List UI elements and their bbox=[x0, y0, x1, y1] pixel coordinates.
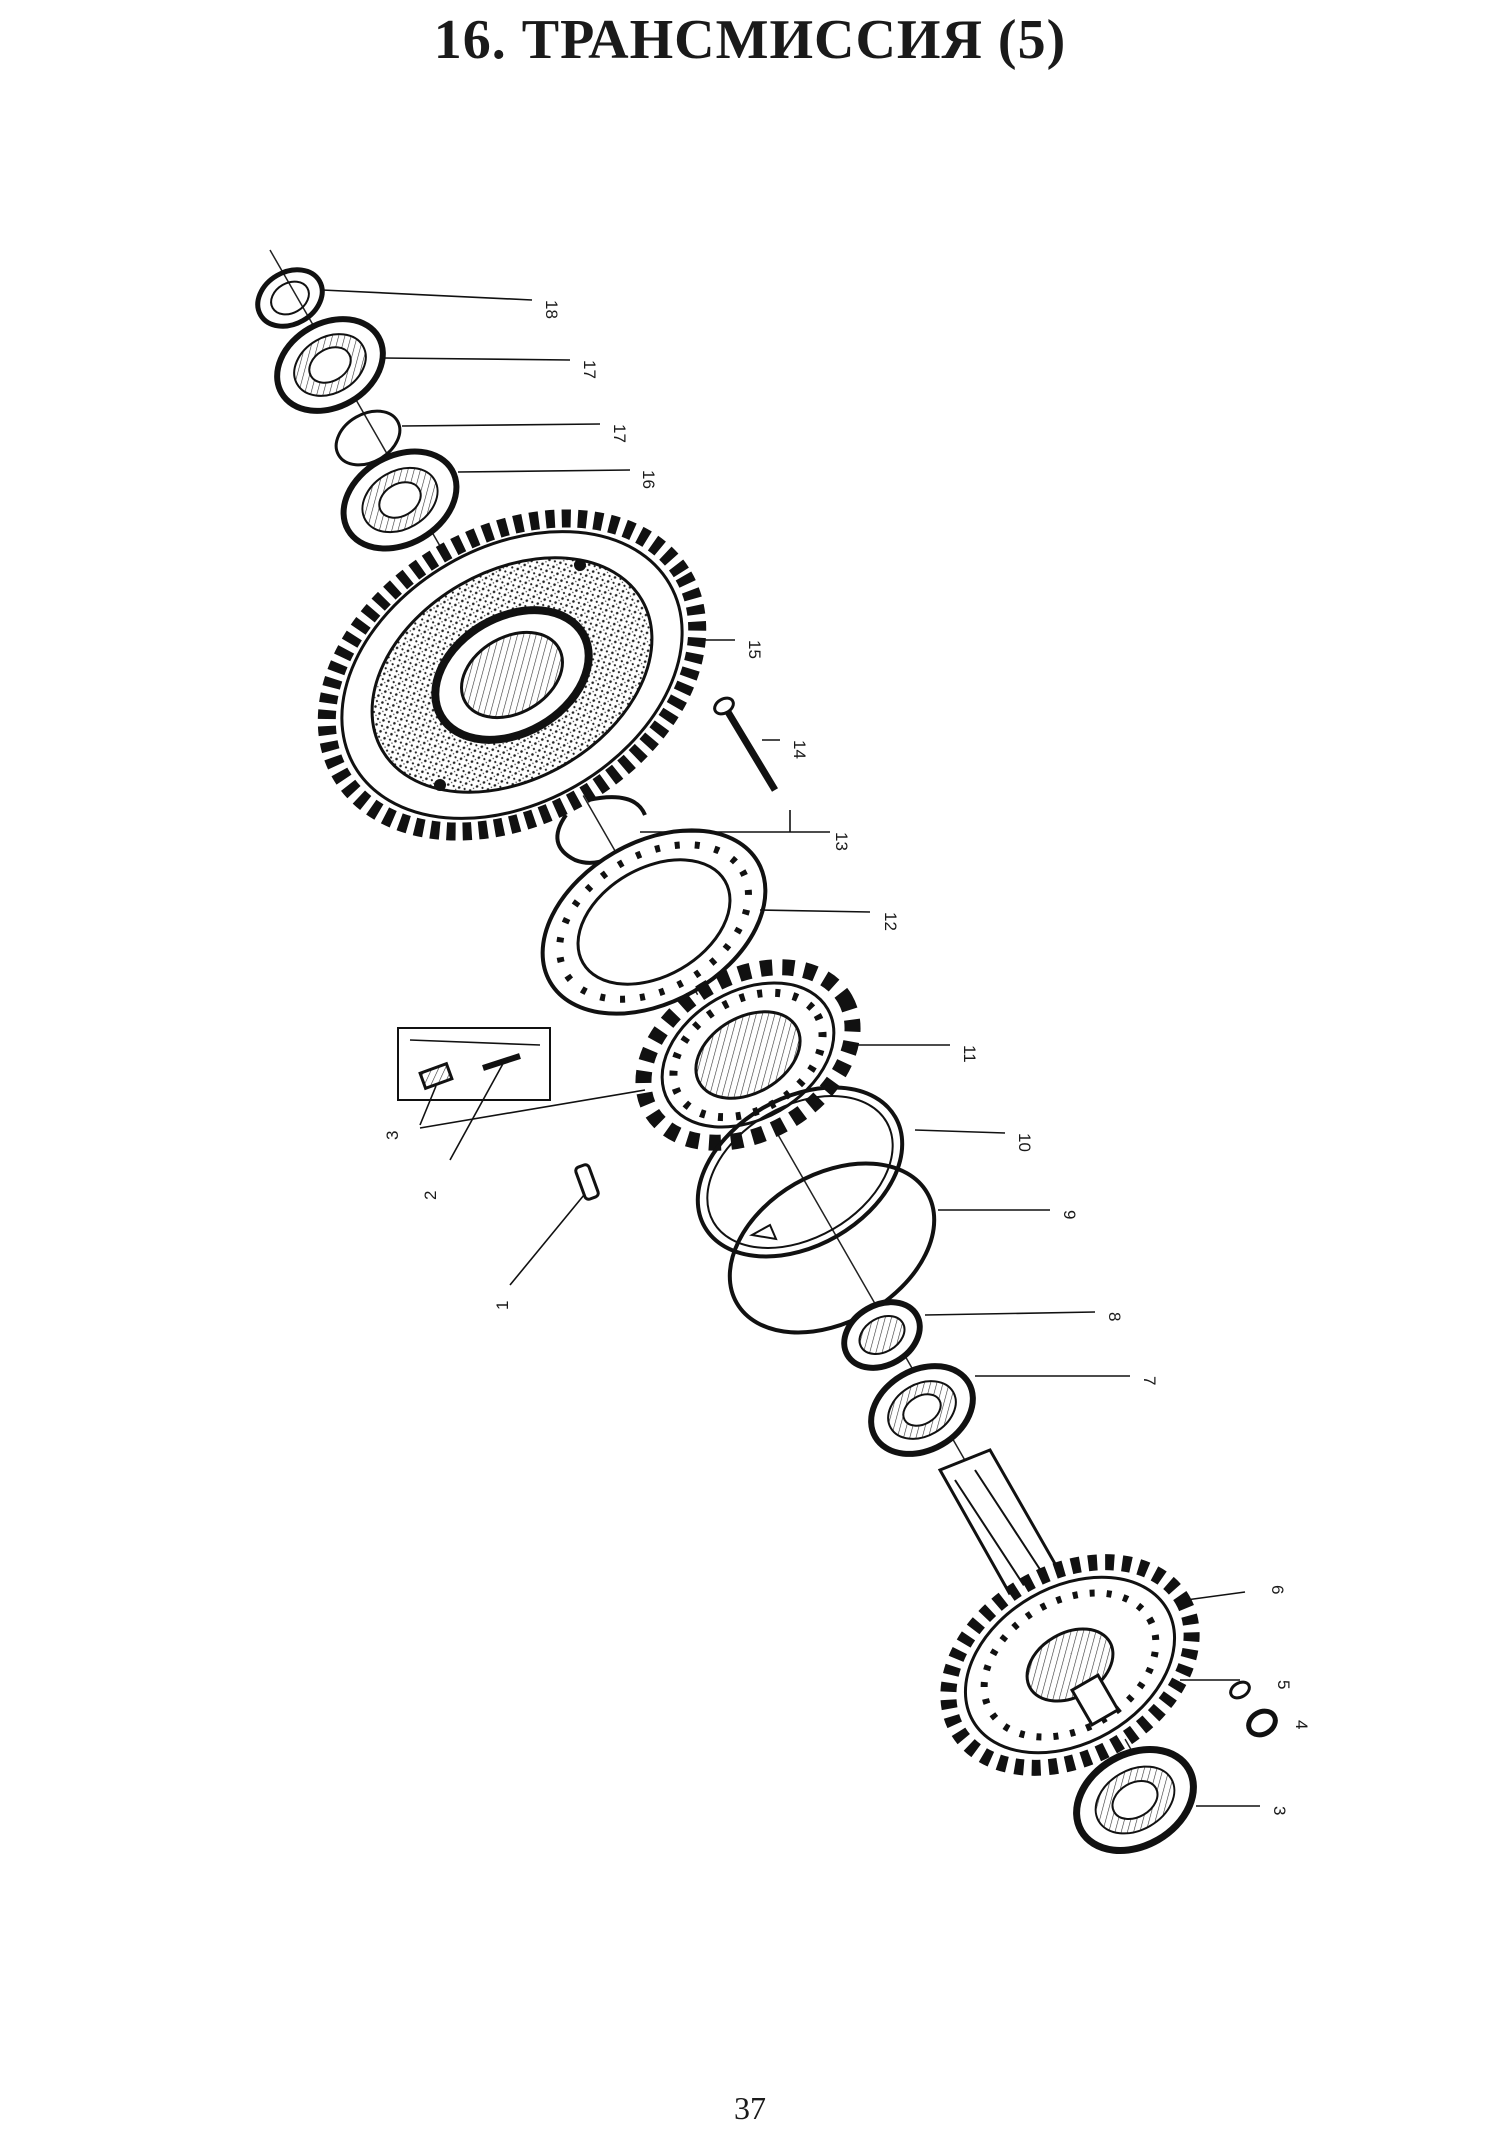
callout-10: 9 bbox=[1060, 1210, 1079, 1219]
page-title: 16. ТРАНСМИССИЯ (5) bbox=[433, 9, 1067, 71]
part-11-ring bbox=[695, 1085, 905, 1259]
part-1-pin bbox=[574, 1163, 600, 1201]
callout-13: 12 bbox=[881, 912, 900, 931]
part-12-hub bbox=[635, 959, 861, 1151]
callout-5: 4 bbox=[1292, 1720, 1311, 1729]
part-5-nut bbox=[1246, 1708, 1278, 1738]
callout-6: 5 bbox=[1274, 1680, 1293, 1689]
part-15-bolt bbox=[713, 696, 778, 792]
part-19-ring bbox=[255, 267, 325, 329]
callout-17-upper: 17 bbox=[580, 360, 599, 379]
detail-inset-box bbox=[397, 1027, 551, 1101]
leader-lines bbox=[321, 289, 1260, 1807]
callout-16: 15 bbox=[745, 640, 764, 659]
callout-labels: 18 17 17 16 15 14 13 12 11 10 9 8 7 6 5 … bbox=[383, 300, 1311, 1815]
callout-18: 17 bbox=[610, 424, 629, 443]
page-number: 37 bbox=[734, 2090, 766, 2126]
part-17-bearing-lower bbox=[340, 448, 460, 552]
callout-2: 2 bbox=[421, 1191, 440, 1200]
callout-1: 1 bbox=[493, 1301, 512, 1310]
callout-14: 13 bbox=[832, 832, 851, 851]
part-6-washer bbox=[1229, 1680, 1251, 1700]
callout-8: 7 bbox=[1140, 1376, 1159, 1385]
part-13-plate bbox=[540, 828, 768, 1016]
callout-15: 14 bbox=[790, 740, 809, 759]
callout-3: 3 bbox=[383, 1131, 402, 1140]
callout-7: 6 bbox=[1268, 1585, 1287, 1594]
callout-11: 10 bbox=[1015, 1133, 1034, 1152]
callout-17-lower: 16 bbox=[639, 470, 658, 489]
callout-19: 18 bbox=[542, 300, 561, 319]
part-9-bushing bbox=[841, 1299, 923, 1371]
callout-12: 11 bbox=[960, 1045, 979, 1063]
part-16-large-gear bbox=[317, 509, 707, 841]
callout-4: 3 bbox=[1270, 1806, 1289, 1815]
callout-9: 8 bbox=[1105, 1312, 1124, 1321]
part-10-spring-band bbox=[727, 1161, 937, 1335]
part-4-bearing bbox=[1073, 1746, 1197, 1854]
part-7-small-gear bbox=[940, 1554, 1200, 1776]
part-8-bearing bbox=[868, 1363, 976, 1457]
part-17-bearing-upper bbox=[274, 316, 386, 414]
